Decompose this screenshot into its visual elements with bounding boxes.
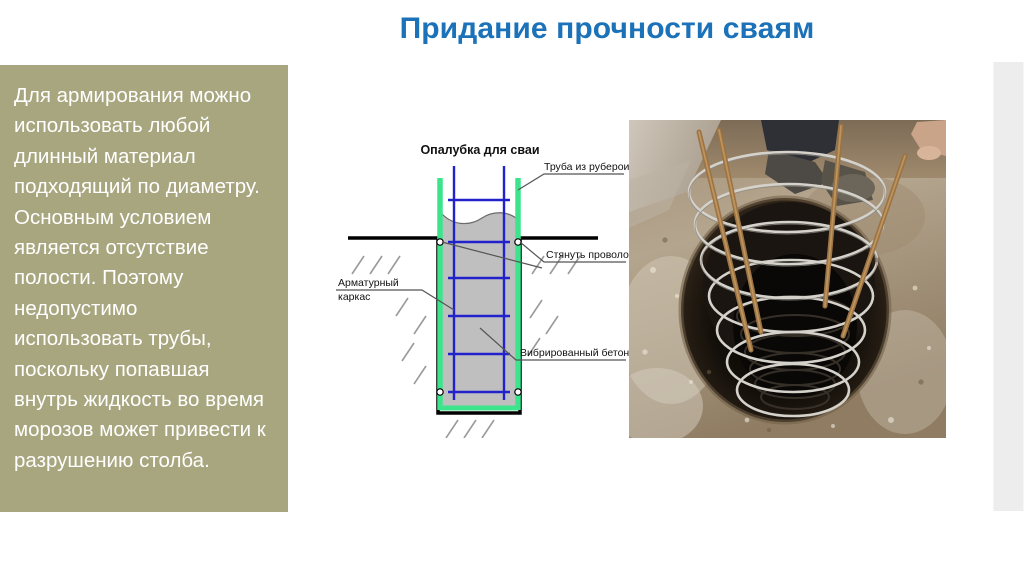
rebar-cage-in-drilled-hole-photo [629, 120, 946, 438]
label-vibrated-concrete: Вибрированный бетон [520, 347, 629, 359]
soil-hatch-bottom [445, 419, 495, 438]
label-rebar-cage-line1: Арматурный [338, 277, 399, 289]
text-panel: Для армирования можно использовать любой… [0, 65, 288, 512]
diagram-title: Опалубка для сваи [420, 143, 539, 157]
pile-formwork-diagram: Опалубка для сваи Труба из рубероида Стя… [330, 138, 630, 438]
label-tie-with-wire: Стянуть проволокой [546, 249, 630, 261]
page-title: Придание прочности сваям [399, 12, 815, 45]
label-roofing-felt-pipe: Труба из рубероида [544, 161, 630, 173]
rebar-cage [448, 166, 510, 400]
concrete-fill [442, 212, 516, 410]
soil-hatch-left [351, 255, 427, 385]
scrollbar-track[interactable] [993, 62, 1024, 511]
soil-hatch-right [527, 255, 581, 357]
text-panel-body: Для армирования можно использовать любой… [14, 84, 266, 472]
leader-lines [336, 173, 626, 361]
label-rebar-cage-line2: каркас [338, 291, 370, 303]
